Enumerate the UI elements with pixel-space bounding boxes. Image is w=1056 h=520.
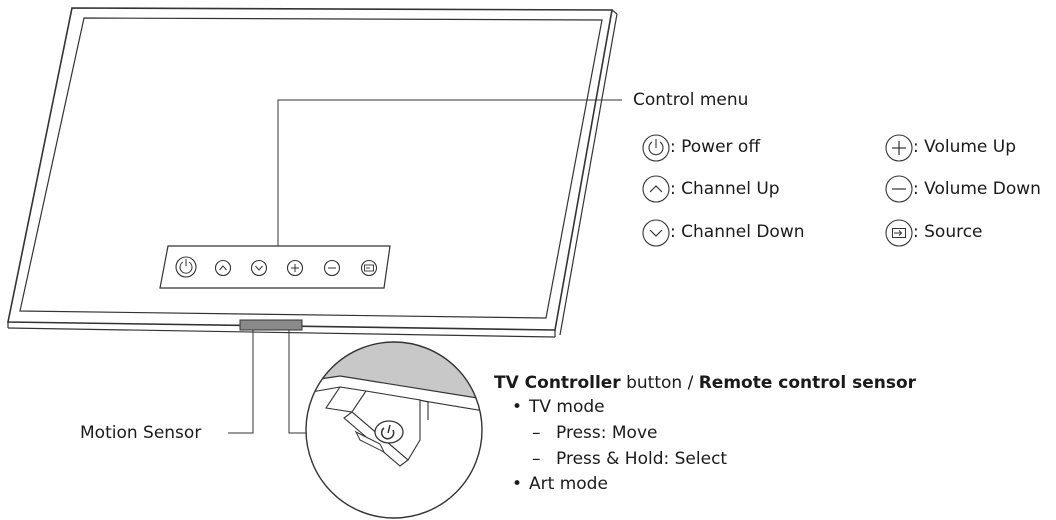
legend-label-power: : Power off — [670, 137, 761, 157]
controller-title: TV Controller button / Remote control se… — [494, 373, 916, 393]
dash-press-hold: – — [532, 449, 541, 469]
legend-minus-icon — [885, 175, 913, 203]
control-panel — [159, 245, 391, 289]
legend-label-source: : Source — [913, 222, 983, 242]
panel-minus-icon — [323, 259, 341, 277]
tv-mode-label: TV mode — [529, 397, 605, 417]
art-mode-label: Art mode — [529, 474, 608, 494]
motion-sensor-leader — [228, 330, 254, 434]
magnified-detail — [306, 342, 482, 518]
press-hold-label: Press & Hold: Select — [556, 449, 728, 469]
panel-chevron-down-icon — [250, 259, 268, 277]
dash-press: – — [532, 423, 541, 443]
legend-label-volume-down: : Volume Down — [913, 179, 1041, 199]
legend-chevron-up-icon — [642, 175, 670, 203]
panel-power-icon — [175, 256, 197, 278]
legend-plus-icon — [885, 134, 913, 162]
motion-sensor-label: Motion Sensor — [80, 423, 202, 443]
legend-label-volume-up: : Volume Up — [913, 137, 1016, 157]
controller-title-bold2: Remote control sensor — [698, 373, 917, 393]
panel-source-icon — [360, 259, 378, 277]
control-menu-title: Control menu — [633, 90, 749, 110]
tv-frame-inner — [19, 17, 603, 319]
legend-label-channel-down: : Channel Down — [670, 222, 805, 242]
press-label: Press: Move — [556, 423, 658, 443]
control-menu-leader — [277, 99, 622, 246]
bullet-tv-mode: • — [512, 397, 523, 417]
bullet-art-mode: • — [512, 474, 523, 494]
legend-label-channel-up: : Channel Up — [670, 179, 780, 199]
panel-chevron-up-icon — [214, 259, 232, 277]
sensor-block — [239, 319, 303, 331]
legend-chevron-down-icon — [642, 219, 670, 247]
controller-title-bold: TV Controller — [494, 373, 621, 393]
magnifier-ring — [305, 341, 483, 519]
panel-plus-icon — [286, 259, 304, 277]
controller-leader — [288, 330, 306, 434]
legend-power-icon — [642, 134, 670, 162]
legend-source-icon — [885, 219, 913, 247]
controller-title-mid: button / — [620, 373, 699, 393]
